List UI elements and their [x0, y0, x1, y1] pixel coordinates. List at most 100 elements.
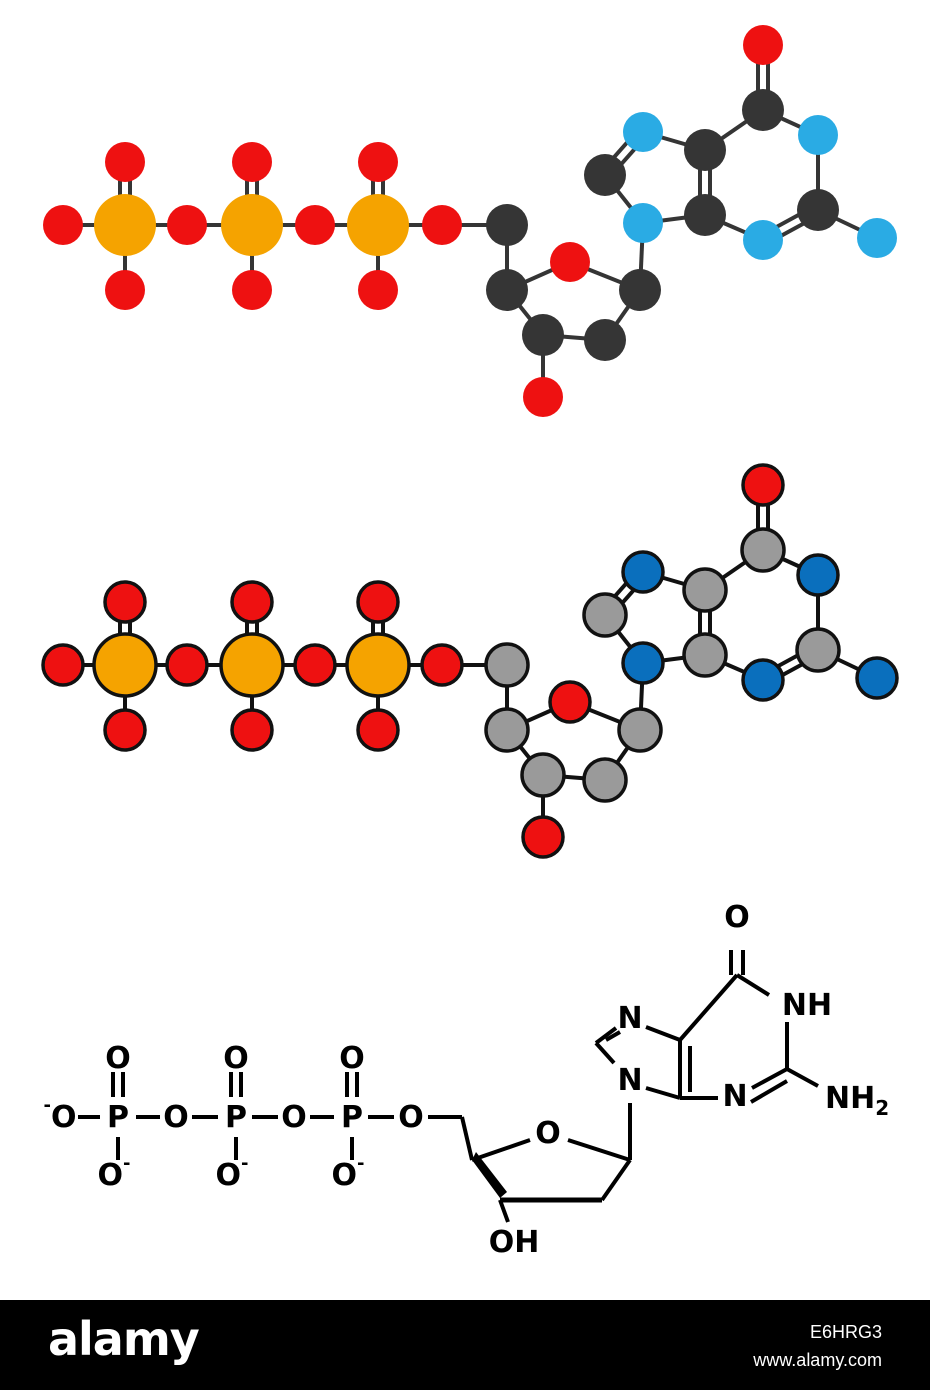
- carbon-atom: [484, 642, 530, 688]
- oxygen-atom: [741, 463, 785, 507]
- carbon-atom: [582, 592, 628, 638]
- carbon-atom: [682, 632, 728, 678]
- carbon-atom: [522, 314, 564, 356]
- oxygen-atom: [521, 815, 565, 859]
- oxygen-atom: [230, 580, 274, 624]
- carbon-atom: [486, 269, 528, 311]
- nh-label: NH: [782, 988, 832, 1023]
- bond: [749, 1079, 789, 1104]
- oxide-anion-label: -O: [44, 1095, 77, 1135]
- oxygen-atom: [41, 643, 85, 687]
- bond: [605, 1030, 621, 1042]
- phosphorus-atom: [219, 632, 285, 698]
- oxygen-atom: [548, 680, 592, 724]
- carbon-atom: [584, 154, 626, 196]
- hydroxyl-label: OH: [489, 1225, 540, 1260]
- phosphorus-atom: [347, 194, 409, 256]
- bond: [594, 1041, 616, 1065]
- bridging-oxygen-label: O: [163, 1100, 189, 1135]
- bond: [498, 1199, 510, 1223]
- nitrogen-atom: [798, 115, 838, 155]
- carbon-atom: [742, 89, 784, 131]
- carbon-atom: [740, 527, 786, 573]
- outlined-atom-model: [41, 463, 899, 859]
- oxygen-atom: [743, 25, 783, 65]
- oxygen-atom: [295, 205, 335, 245]
- bond: [735, 973, 771, 997]
- carbon-atom: [684, 129, 726, 171]
- oxygen-atom: [356, 580, 400, 624]
- phosphorus-atom: [92, 632, 158, 698]
- oxygen-atom: [356, 708, 400, 752]
- nitrogen-atom: [855, 656, 899, 700]
- nitrogen-atom: [623, 203, 663, 243]
- carbonyl-oxygen-label: O: [724, 900, 750, 935]
- phosphorus-atom: [345, 632, 411, 698]
- brand-logo: alamy: [48, 1312, 200, 1366]
- bond: [567, 1138, 631, 1162]
- nitrogen-atom: [743, 220, 783, 260]
- nitrogen-atom: [621, 641, 665, 685]
- oxygen-atom: [103, 708, 147, 752]
- phosphorus-label: P: [107, 1100, 129, 1135]
- nitrogen-atom: [621, 550, 665, 594]
- carbon-atom: [486, 204, 528, 246]
- oxygen-atom: [420, 643, 464, 687]
- nitrogen-atom: [796, 553, 840, 597]
- site-url-label: www.alamy.com: [753, 1350, 882, 1370]
- oxygen-atom: [105, 270, 145, 310]
- oxygen-atom: [422, 205, 462, 245]
- oxide-anion-label: O-: [216, 1153, 249, 1193]
- oxygen-atom: [358, 142, 398, 182]
- bond: [678, 973, 739, 1042]
- oxygen-atom: [43, 205, 83, 245]
- oxygen-atom: [105, 142, 145, 182]
- carbon-atom: [619, 269, 661, 311]
- oxygen-label: O: [105, 1041, 131, 1076]
- bond: [786, 1067, 819, 1088]
- oxygen-label: O: [339, 1041, 365, 1076]
- carbon-atom: [682, 567, 728, 613]
- carbon-atom: [584, 319, 626, 361]
- oxygen-atom: [293, 643, 337, 687]
- oxygen-atom: [523, 377, 563, 417]
- oxygen-atom: [232, 270, 272, 310]
- image-id-label: E6HRG3: [809, 1322, 882, 1342]
- oxygen-atom: [358, 270, 398, 310]
- carbon-atom: [484, 707, 530, 753]
- oxide-anion-label: O-: [332, 1153, 365, 1193]
- nitrogen-atom: [857, 218, 897, 258]
- oxygen-atom: [103, 580, 147, 624]
- bond: [471, 1138, 531, 1162]
- phosphorus-label: P: [341, 1100, 363, 1135]
- ball-and-stick-model: [43, 25, 897, 417]
- wedge-bond: [472, 1152, 507, 1198]
- oxygen-atom: [165, 643, 209, 687]
- watermark-footer: alamy E6HRG3 www.alamy.com: [0, 1300, 930, 1390]
- oxygen-atom: [230, 708, 274, 752]
- bond: [600, 1158, 632, 1202]
- nitrogen-label: N: [722, 1079, 747, 1114]
- oxygen-label: O: [223, 1041, 249, 1076]
- nitrogen-atom: [741, 658, 785, 702]
- carbon-atom: [684, 194, 726, 236]
- carbon-atom: [520, 752, 566, 798]
- oxygen-atom: [232, 142, 272, 182]
- oxide-anion-label: O-: [98, 1153, 131, 1193]
- bond: [594, 1026, 618, 1045]
- nitrogen-label: N: [617, 1001, 642, 1036]
- carbon-atom: [582, 757, 628, 803]
- nitrogen-atom: [623, 112, 663, 152]
- bond: [460, 1116, 474, 1161]
- phosphorus-atom: [221, 194, 283, 256]
- ring-oxygen-label: O: [535, 1116, 561, 1151]
- nitrogen-label: N: [617, 1063, 642, 1098]
- amino-group-label: NH2: [825, 1081, 889, 1121]
- carbon-atom: [795, 627, 841, 673]
- carbon-atom: [617, 707, 663, 753]
- bond: [751, 1067, 788, 1090]
- phosphorus-atom: [94, 194, 156, 256]
- phosphorus-label: P: [225, 1100, 247, 1135]
